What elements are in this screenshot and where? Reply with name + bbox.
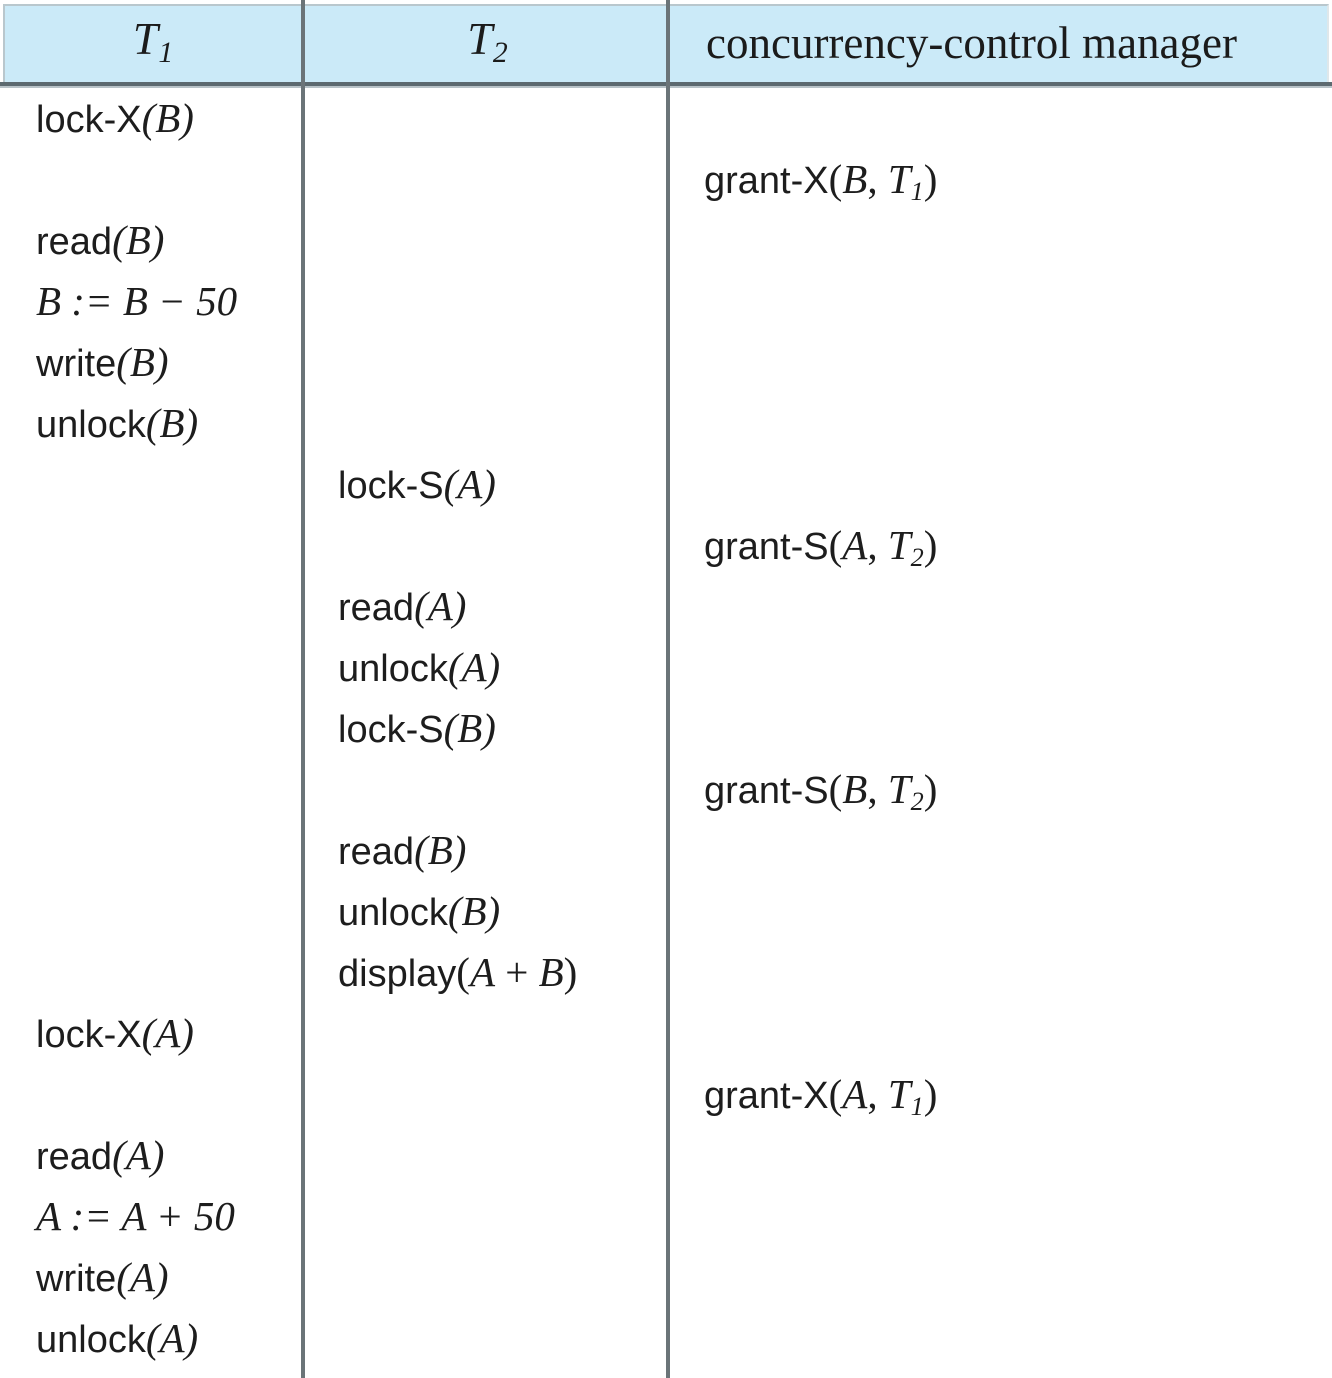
arg-item: A bbox=[842, 522, 868, 568]
t2-line-lock-s-b: lock-S(B) bbox=[338, 705, 496, 751]
paren-close: ) bbox=[923, 766, 938, 812]
arg-transaction: T1 bbox=[887, 156, 924, 207]
t2-line-read-b: read(B) bbox=[338, 827, 467, 873]
column-t1: lock-X(B) read(B) B := B − 50 write(B) u… bbox=[0, 88, 301, 1378]
column-header-t2: T2 bbox=[307, 4, 668, 82]
paren-open: ( bbox=[828, 1071, 843, 1117]
separator: , bbox=[867, 1071, 888, 1117]
arg-item: A bbox=[842, 1071, 868, 1117]
paren-open: ( bbox=[828, 156, 843, 202]
arg-a: A bbox=[469, 949, 495, 995]
arg-b: (B) bbox=[141, 95, 194, 141]
arg-a: (A) bbox=[145, 1315, 199, 1361]
t1-line-unlock-a: unlock(A) bbox=[36, 1315, 199, 1361]
t1-line-lock-x-a: lock-X(A) bbox=[36, 1010, 194, 1056]
t2-line-read-a: read(A) bbox=[338, 583, 467, 629]
ccm-line-grant-x-a-t1: grant-X(A, T1) bbox=[704, 1071, 938, 1122]
t2-line-lock-s-a: lock-S(A) bbox=[338, 461, 496, 507]
column-header-t2-label: T2 bbox=[467, 13, 508, 70]
separator: , bbox=[867, 766, 888, 812]
column-divider-1 bbox=[301, 0, 305, 1378]
t2-line-unlock-b: unlock(B) bbox=[338, 888, 501, 934]
t2-line-display-a-plus-b: display(A + B) bbox=[338, 949, 578, 995]
ccm-line-grant-s-b-t2: grant-S(B, T2) bbox=[704, 766, 938, 817]
arg-b: (B) bbox=[145, 400, 199, 446]
column-header-ccm: concurrency-control manager bbox=[672, 4, 1329, 82]
arg-b: (B) bbox=[112, 217, 165, 263]
paren-close: ) bbox=[923, 156, 938, 202]
arg-a: (A) bbox=[447, 644, 501, 690]
ccm-line-grant-s-a-t2: grant-S(A, T2) bbox=[704, 522, 938, 573]
paren-open: ( bbox=[828, 766, 843, 812]
t1-line-write-b: write(B) bbox=[36, 339, 169, 385]
arg-item: B bbox=[842, 766, 868, 812]
arg-a: (A) bbox=[112, 1132, 165, 1178]
column-header-t1-label: T1 bbox=[132, 13, 174, 70]
arg-a: (A) bbox=[414, 583, 467, 629]
paren-close: ) bbox=[923, 522, 938, 568]
column-t2: lock-S(A) read(A) unlock(A) lock-S(B) re… bbox=[305, 88, 666, 1378]
arg-a: (A) bbox=[443, 461, 496, 507]
arg-b: (B) bbox=[116, 339, 169, 385]
column-divider-2 bbox=[666, 0, 670, 1378]
separator: , bbox=[867, 156, 888, 202]
t1-line-unlock-b: unlock(B) bbox=[36, 400, 199, 446]
arg-item: B bbox=[842, 156, 868, 202]
column-header-ccm-label: concurrency-control manager bbox=[706, 17, 1237, 68]
t1-line-read-b: read(B) bbox=[36, 217, 165, 263]
paren-close: ) bbox=[923, 1071, 938, 1117]
t1-line-lock-x-b: lock-X(B) bbox=[36, 95, 194, 141]
paren-open: ( bbox=[828, 522, 843, 568]
arg-b: B bbox=[538, 949, 564, 995]
arg-a: (A) bbox=[141, 1010, 194, 1056]
arg-transaction: T2 bbox=[887, 766, 924, 817]
t1-line-assign-a: A := A + 50 bbox=[36, 1193, 235, 1239]
plus-operator: + bbox=[495, 949, 539, 995]
t2-line-unlock-a: unlock(A) bbox=[338, 644, 501, 690]
arg-transaction: T1 bbox=[887, 1071, 924, 1122]
column-ccm: grant-X(B, T1) grant-S(A, T2) grant-S(B,… bbox=[670, 88, 1332, 1378]
paren-close: ) bbox=[563, 949, 578, 995]
arg-b: (B) bbox=[443, 705, 496, 751]
table-body: lock-X(B) read(B) B := B − 50 write(B) u… bbox=[0, 88, 1332, 1378]
t1-line-write-a: write(A) bbox=[36, 1254, 169, 1300]
arg-transaction: T2 bbox=[887, 522, 924, 573]
column-header-t1: T1 bbox=[3, 4, 303, 82]
separator: , bbox=[867, 522, 888, 568]
arg-b: (B) bbox=[414, 827, 467, 873]
arg-a: (A) bbox=[116, 1254, 169, 1300]
t1-line-read-a: read(A) bbox=[36, 1132, 165, 1178]
ccm-line-grant-x-b-t1: grant-X(B, T1) bbox=[704, 156, 938, 207]
arg-b: (B) bbox=[447, 888, 501, 934]
t1-line-assign-b: B := B − 50 bbox=[36, 278, 238, 324]
paren-open: ( bbox=[456, 949, 470, 995]
